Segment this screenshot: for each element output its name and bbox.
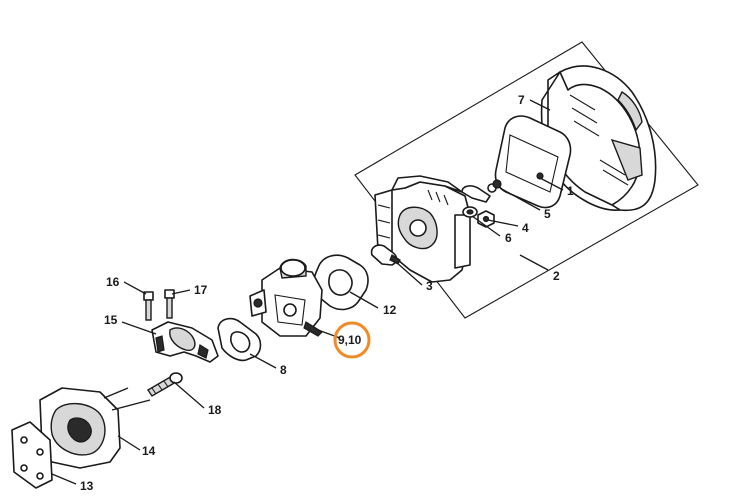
gasket-13[interactable]: [11, 421, 53, 489]
callout-17[interactable]: 17: [194, 283, 208, 297]
callout-3[interactable]: 3: [426, 279, 433, 293]
gasket-8[interactable]: [217, 317, 262, 362]
callout-16[interactable]: 16: [106, 275, 120, 289]
callout-18[interactable]: 18: [208, 403, 222, 417]
callout-12[interactable]: 12: [383, 303, 397, 317]
spring-washer[interactable]: [462, 206, 478, 218]
callout-5[interactable]: 5: [544, 207, 551, 221]
callout-7[interactable]: 7: [518, 93, 525, 107]
callout-14[interactable]: 14: [142, 444, 156, 458]
filter-element[interactable]: [494, 115, 572, 209]
callout-15[interactable]: 15: [104, 313, 118, 327]
intake-flange[interactable]: [151, 321, 219, 363]
callout-4[interactable]: 4: [522, 221, 529, 235]
intake-manifold[interactable]: [39, 387, 151, 469]
highlight-ring: [333, 321, 371, 359]
carburetor[interactable]: [249, 258, 323, 337]
filter-base-plate[interactable]: [374, 175, 471, 283]
callout-1[interactable]: 1: [567, 184, 574, 198]
gasket-12[interactable]: [312, 254, 369, 311]
screw-16[interactable]: [143, 291, 154, 321]
callout-13[interactable]: 13: [80, 479, 94, 493]
choke-lever[interactable]: [461, 179, 502, 203]
hex-nut[interactable]: [477, 210, 495, 228]
callout-8[interactable]: 8: [280, 363, 287, 377]
callout-6[interactable]: 6: [505, 231, 512, 245]
callout-2[interactable]: 2: [553, 269, 560, 283]
callout-9-10[interactable]: 9,10: [338, 333, 362, 347]
